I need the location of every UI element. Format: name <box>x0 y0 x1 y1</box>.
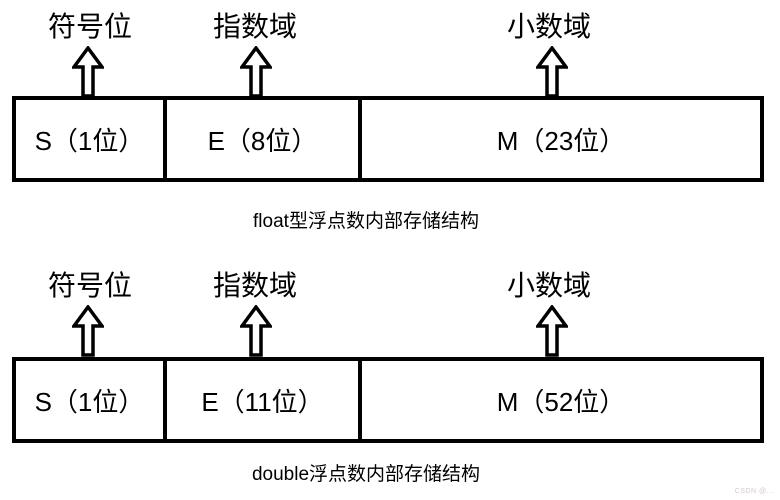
up-arrow-icon <box>240 305 272 357</box>
field-cell-sign: S（1位） <box>16 361 167 439</box>
up-arrow-icon <box>536 46 568 98</box>
up-arrow-icon <box>240 46 272 98</box>
exponent-field-label: 指数域 <box>212 270 298 301</box>
field-cell-exponent: E（8位） <box>167 100 362 178</box>
exponent-field-label: 指数域 <box>212 11 298 42</box>
sign-bit-label: 符号位 <box>47 270 133 301</box>
double-diagram-caption: double浮点数内部存储结构 <box>251 464 481 485</box>
up-arrow-icon <box>72 305 104 357</box>
csdn-watermark: CSDN @... <box>734 488 774 495</box>
fraction-field-label: 小数域 <box>506 11 592 42</box>
sign-bit-label: 符号位 <box>47 11 133 42</box>
field-cell-sign: S（1位） <box>16 100 167 178</box>
float-diagram-caption: float型浮点数内部存储结构 <box>253 211 479 232</box>
float-bit-layout-box: S（1位） E（8位） M（23位） <box>12 96 764 182</box>
up-arrow-icon <box>536 305 568 357</box>
up-arrow-icon <box>72 46 104 98</box>
field-cell-mantissa: M（23位） <box>496 125 626 156</box>
field-cell-mantissa: M（52位） <box>496 386 626 417</box>
field-cell-exponent: E（11位） <box>167 361 362 439</box>
double-bit-layout-box: S（1位） E（11位） M（52位） <box>12 357 764 443</box>
fraction-field-label: 小数域 <box>506 270 592 301</box>
